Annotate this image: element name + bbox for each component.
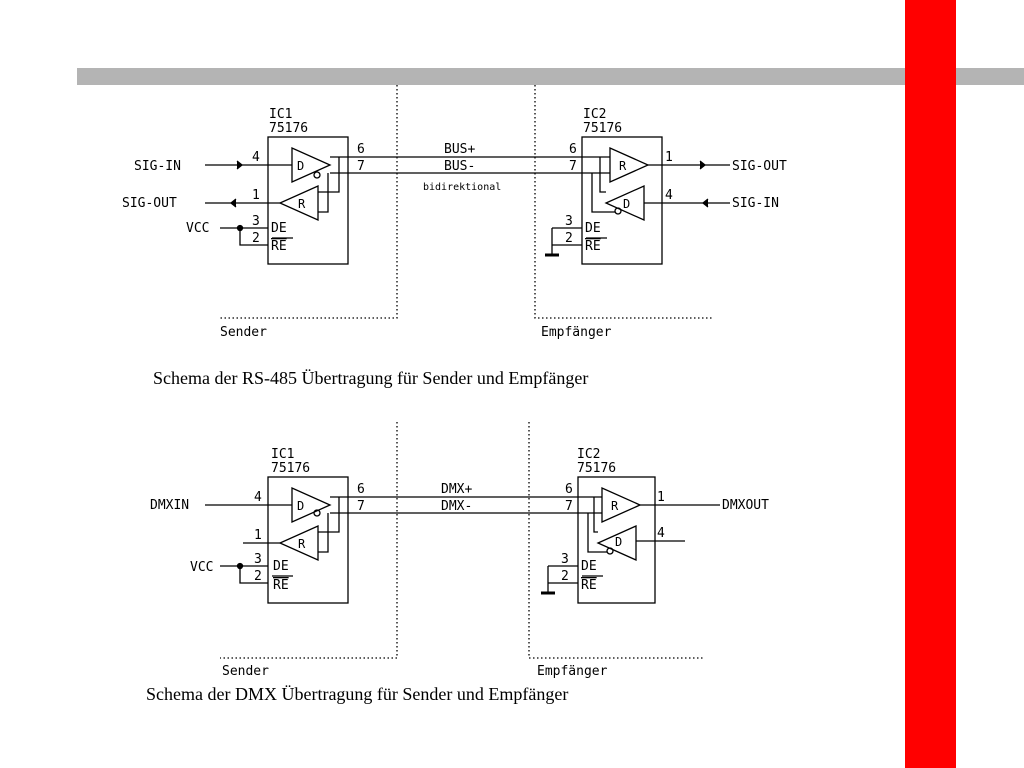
receiver-r-label: R: [298, 537, 306, 551]
driver-d-label: D: [615, 535, 622, 549]
pin-4-label: 4: [254, 490, 262, 505]
receiver-section-label: Empfänger: [537, 664, 608, 679]
bus-plus-label: BUS+: [444, 142, 475, 157]
dmx-minus-label: DMX-: [441, 499, 472, 514]
sig-in-label: SIG-IN: [134, 159, 181, 174]
de-label: DE: [581, 559, 597, 574]
receiver-r-label: R: [298, 197, 306, 211]
bus-minus-label: BUS-: [444, 159, 475, 174]
receiver-section-label: Empfänger: [541, 325, 612, 340]
right-red-accent-bar: [905, 0, 956, 768]
pin-4-label: 4: [657, 526, 665, 541]
ic1-type: 75176: [269, 121, 308, 136]
pin-6-label: 6: [357, 142, 365, 157]
ic1-type: 75176: [271, 461, 310, 476]
dmxout-label: DMXOUT: [722, 498, 769, 513]
pin-3-label: 3: [254, 552, 262, 567]
pin-7-label: 7: [357, 159, 365, 174]
vcc-label: VCC: [186, 221, 209, 236]
receiver-r-label: R: [619, 159, 627, 173]
ic2-chip: [581, 136, 663, 265]
sig-out-label: SIG-OUT: [732, 159, 787, 174]
re-label: RE: [273, 578, 289, 593]
ic2-chip: [577, 476, 656, 604]
pin-7-label: 7: [565, 499, 573, 514]
bidirectional-note: bidirektional: [423, 182, 501, 193]
driver-d-label: D: [297, 159, 304, 173]
ic2-type: 75176: [583, 121, 622, 136]
diagram2-sender-section: [205, 422, 578, 659]
pin-2-label: 2: [561, 569, 569, 584]
pin-6-label: 6: [565, 482, 573, 497]
de-label: DE: [273, 559, 289, 574]
sender-section-label: Sender: [220, 325, 267, 340]
pin-6-label: 6: [569, 142, 577, 157]
pin-2-label: 2: [565, 231, 573, 246]
pin-3-label: 3: [561, 552, 569, 567]
pin-7-label: 7: [569, 159, 577, 174]
de-label: DE: [585, 221, 601, 236]
pin-1-label: 1: [665, 150, 673, 165]
driver-triangle-symbol: [596, 524, 637, 562]
re-label: RE: [271, 239, 287, 254]
pin-4-label: 4: [665, 188, 673, 203]
pin-4-label: 4: [252, 150, 260, 165]
receiver-triangle-symbol: [278, 524, 319, 562]
driver-d-label: D: [297, 499, 304, 513]
receiver-triangle-symbol: [601, 486, 642, 524]
sig-out-label: SIG-OUT: [122, 196, 177, 211]
dmx-plus-label: DMX+: [441, 482, 472, 497]
pin-1-label: 1: [252, 188, 260, 203]
pin-2-label: 2: [252, 231, 260, 246]
receiver-r-label: R: [611, 499, 619, 513]
de-label: DE: [271, 221, 287, 236]
ic1-chip: [267, 476, 349, 604]
pin-6-label: 6: [357, 482, 365, 497]
receiver-triangle-symbol: [609, 146, 650, 184]
ic2-type: 75176: [577, 461, 616, 476]
ic2-name: IC2: [583, 107, 606, 122]
diagram2-caption: Schema der DMX Übertragung für Sender un…: [146, 684, 569, 704]
diagram2-receiver-section: [528, 422, 720, 659]
vcc-label: VCC: [190, 560, 213, 575]
receiver-triangle-symbol: [278, 184, 319, 222]
top-gray-bar: [77, 68, 1024, 85]
pin-2-label: 2: [254, 569, 262, 584]
pin-7-label: 7: [357, 499, 365, 514]
pin-3-label: 3: [565, 214, 573, 229]
ic2-name: IC2: [577, 447, 600, 462]
ic1-chip: [267, 136, 349, 265]
re-label: RE: [581, 578, 597, 593]
pin-1-label: 1: [657, 490, 665, 505]
diagram1-receiver-section: [534, 85, 730, 319]
re-label: RE: [585, 239, 601, 254]
sig-in-label: SIG-IN: [732, 196, 779, 211]
pin-3-label: 3: [252, 214, 260, 229]
pin-1-label: 1: [254, 528, 262, 543]
diagram1-caption: Schema der RS-485 Übertragung für Sender…: [153, 368, 589, 388]
sender-section-label: Sender: [222, 664, 269, 679]
ic1-name: IC1: [271, 447, 294, 462]
diagram1-sender-section: [205, 85, 582, 319]
dmxin-label: DMXIN: [150, 498, 189, 513]
driver-d-label: D: [623, 197, 630, 211]
ic1-name: IC1: [269, 107, 292, 122]
